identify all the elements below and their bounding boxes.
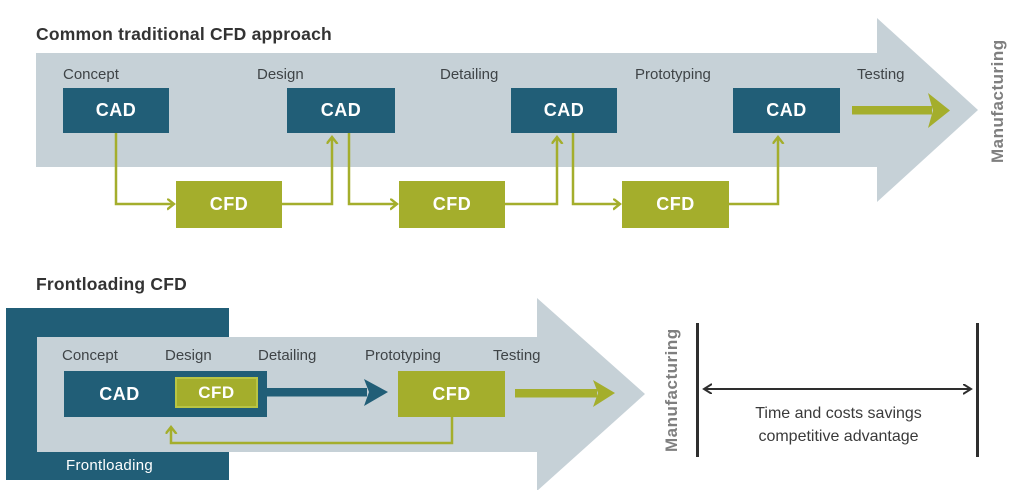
- cad-label: CAD: [95, 100, 137, 120]
- savings-line-1: Time and costs savings: [755, 405, 922, 422]
- savings-range-end-line: [976, 323, 979, 457]
- top-stage-design: Design: [257, 66, 304, 83]
- top-cad-box-prototyping: CAD: [733, 88, 840, 133]
- top-stage-testing: Testing: [857, 66, 905, 83]
- bottom-stage-testing: Testing: [493, 347, 541, 364]
- bottom-stage-detailing: Detailing: [258, 347, 317, 364]
- top-cad-cfd-connectors: [114, 133, 778, 204]
- top-cad-box-design: CAD: [287, 88, 395, 133]
- top-manufacturing-label: Manufacturing: [988, 39, 1007, 163]
- top-testing-to-manufacturing-arrow: [852, 93, 950, 128]
- frontloading-cfd-to-prototyping-arrow: [267, 379, 388, 406]
- top-stage-prototyping: Prototyping: [635, 66, 711, 83]
- bottom-stage-prototyping: Prototyping: [365, 347, 441, 364]
- frontloading-cfd-box: CFD: [175, 377, 258, 408]
- top-cad-box-detailing: CAD: [511, 88, 617, 133]
- cfd-label: CFD: [209, 194, 249, 214]
- top-stage-concept: Concept: [63, 66, 119, 83]
- bottom-manufacturing-label: Manufacturing: [662, 328, 681, 452]
- cad-label: CAD: [99, 383, 140, 404]
- bottom-prototyping-cfd-box: CFD: [398, 371, 505, 417]
- cad-label: CAD: [766, 100, 807, 120]
- top-cfd-box-1: CFD: [176, 181, 282, 228]
- cad-label: CAD: [543, 100, 585, 120]
- savings-annotation: Time and costs savings competitive advan…: [700, 402, 977, 448]
- savings-range-start-line: [696, 323, 699, 457]
- cfd-label: CFD: [656, 194, 695, 214]
- cfd-label: CFD: [198, 382, 235, 402]
- savings-line-2: competitive advantage: [758, 428, 919, 445]
- frontloading-caption: Frontloading: [66, 457, 153, 474]
- bottom-stage-design: Design: [165, 347, 212, 364]
- cfd-label: CFD: [432, 194, 472, 214]
- bottom-stage-concept: Concept: [62, 347, 118, 364]
- bottom-testing-to-manufacturing-arrow: [515, 380, 615, 407]
- top-cad-box-concept: CAD: [63, 88, 169, 133]
- top-stage-detailing: Detailing: [440, 66, 499, 83]
- top-cfd-box-3: CFD: [622, 181, 729, 228]
- top-section-title: Common traditional CFD approach: [36, 24, 332, 44]
- prototyping-feedback-connector: [171, 417, 454, 445]
- top-cfd-box-2: CFD: [399, 181, 505, 228]
- cfd-label: CFD: [432, 383, 471, 404]
- cad-label: CAD: [320, 100, 362, 120]
- bottom-section-title: Frontloading CFD: [36, 274, 187, 294]
